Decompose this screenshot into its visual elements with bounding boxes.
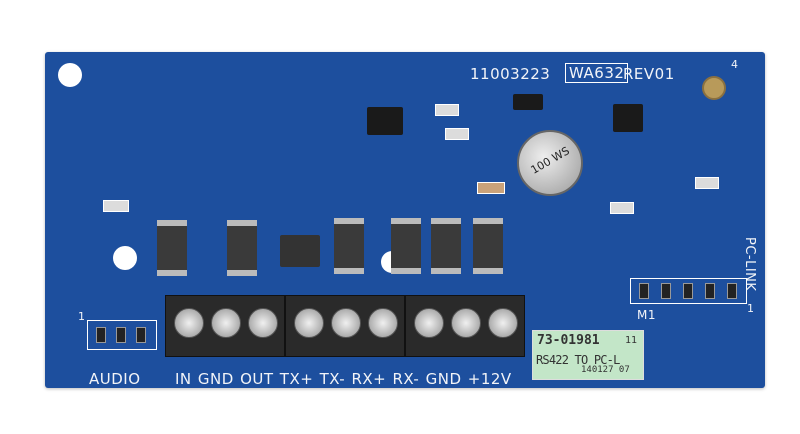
- audio-header[interactable]: [87, 320, 157, 350]
- diode: [391, 218, 421, 274]
- screw-terminal-12v[interactable]: [488, 308, 518, 338]
- terminal-block-audio: [165, 295, 285, 357]
- diode: [157, 220, 187, 276]
- screw-terminal-rx-minus[interactable]: [414, 308, 444, 338]
- electrolytic-capacitor: 100 WS: [517, 130, 583, 196]
- diode: [334, 218, 364, 274]
- screw-terminal-rx-plus[interactable]: [368, 308, 398, 338]
- revision-label: REV01: [623, 65, 675, 83]
- diode: [227, 220, 257, 276]
- terminal-labels: IN GND OUT TX+ TX- RX+ RX- GND +12V: [175, 370, 512, 388]
- resistor: [445, 128, 469, 140]
- sticker-part: 73-01981: [537, 333, 600, 348]
- sticker-date: 140127 07: [581, 365, 630, 375]
- screw-terminal-tx-minus[interactable]: [331, 308, 361, 338]
- resistor: [103, 200, 129, 212]
- product-sticker: 73-01981 11 RS422 TO PC-L 140127 07: [532, 330, 644, 380]
- sticker-code: 11: [625, 335, 638, 346]
- terminal-block-power: [405, 295, 525, 357]
- resistor: [435, 104, 459, 116]
- terminal-block-data: [285, 295, 405, 357]
- screw-terminal-tx-plus[interactable]: [294, 308, 324, 338]
- chip: [513, 94, 543, 110]
- screw-terminal-out[interactable]: [248, 308, 278, 338]
- pin1-left: 1: [78, 310, 86, 323]
- model-label: WA632: [565, 63, 629, 83]
- screw-terminal-in[interactable]: [174, 308, 204, 338]
- diode: [473, 218, 503, 274]
- audio-label: AUDIO: [89, 370, 141, 388]
- pin1-right: 1: [747, 302, 755, 315]
- gold-pad: [702, 76, 726, 100]
- sticker-description: RS422 TO PC-L: [536, 353, 620, 367]
- chip: [613, 104, 643, 132]
- resistor: [695, 177, 719, 189]
- screw-terminal-gnd2[interactable]: [451, 308, 481, 338]
- resistor: [610, 202, 634, 214]
- pc-link-header[interactable]: [630, 278, 747, 304]
- m1-label: M1: [637, 308, 656, 322]
- part-number: 11003223: [470, 65, 551, 83]
- screw-terminal-gnd[interactable]: [211, 308, 241, 338]
- corner-mark: 4: [731, 58, 739, 71]
- capacitor-smd: [477, 182, 505, 194]
- mounting-hole: [113, 246, 137, 270]
- chip: [367, 107, 403, 135]
- diode: [280, 235, 320, 267]
- circuit-board: 11003223 WA632 REV01 4 100 WS PC-LINK M1…: [45, 52, 765, 388]
- mounting-hole: [58, 63, 82, 87]
- diode: [431, 218, 461, 274]
